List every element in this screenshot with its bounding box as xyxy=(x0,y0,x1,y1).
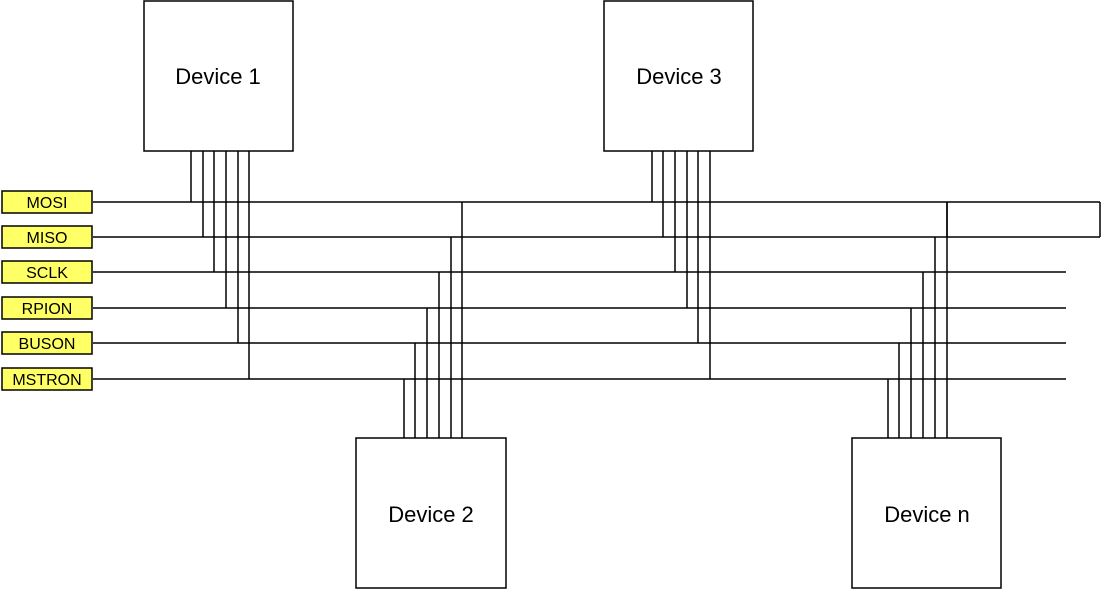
signal-label-mstron: MSTRON xyxy=(12,372,81,389)
device-n: Device n xyxy=(851,437,1002,589)
device-1-box xyxy=(143,0,294,152)
device-n-box xyxy=(851,437,1002,589)
signal-box-mosi xyxy=(1,190,93,214)
device-n-taps xyxy=(887,202,948,438)
signal-label-mosi: MOSI xyxy=(27,195,68,212)
device-2: Device 2 xyxy=(355,437,507,589)
device-3-box xyxy=(603,0,754,152)
device-3: Device 3 xyxy=(603,0,754,152)
signal-box-mstron xyxy=(1,367,93,391)
signal-box-buson xyxy=(1,331,93,355)
bus-lines xyxy=(93,201,1101,380)
device-n-label: Device n xyxy=(884,502,970,527)
signal-label-rpion: RPION xyxy=(22,301,73,318)
signal-box-sclk xyxy=(1,260,93,284)
signal-box-rpion xyxy=(1,296,93,320)
device-2-box xyxy=(355,437,507,589)
signal-label-buson: BUSON xyxy=(19,336,76,353)
device-2-taps xyxy=(403,202,463,438)
signal-labels: MOSI MISO SCLK RPION BUSON MSTRON xyxy=(1,190,93,391)
device-2-label: Device 2 xyxy=(388,502,474,527)
device-1: Device 1 xyxy=(143,0,294,152)
device-3-taps xyxy=(651,151,711,379)
signal-label-miso: MISO xyxy=(27,230,68,247)
device-1-taps xyxy=(190,151,250,379)
device-3-label: Device 3 xyxy=(636,64,722,89)
signal-label-sclk: SCLK xyxy=(26,265,68,282)
signal-box-miso xyxy=(1,225,93,249)
device-1-label: Device 1 xyxy=(175,64,261,89)
